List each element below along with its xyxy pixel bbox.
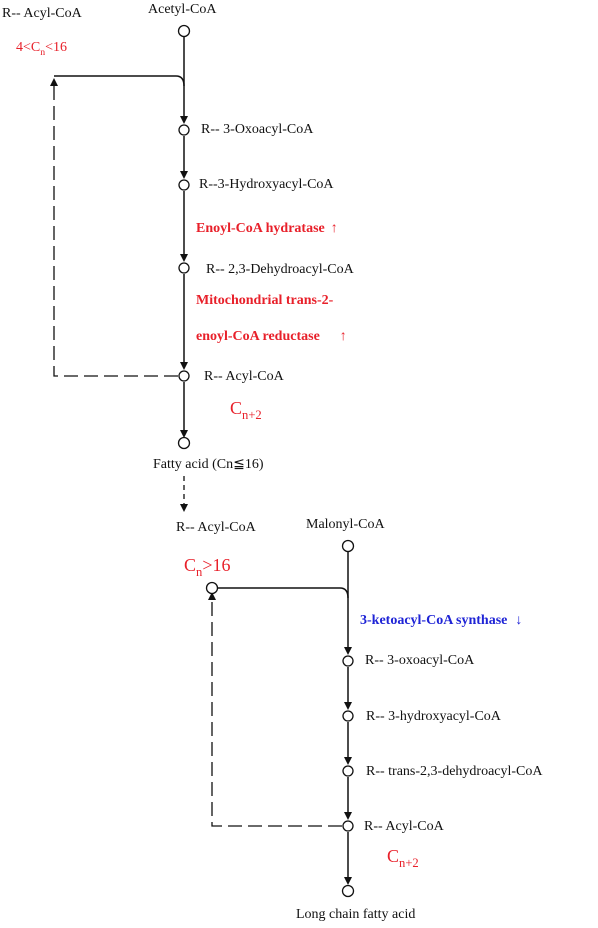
edge-acyl-loop-in (54, 75, 185, 87)
condition-mid: Cn>16 (184, 555, 231, 579)
label-trans2: R-- trans-2,3-dehydroacyl-CoA (366, 764, 543, 779)
upper-main-axis (54, 37, 188, 438)
label-hydroxy2: R-- 3-hydroxyacyl-CoA (366, 709, 501, 724)
label-dehydro1: R-- 2,3-Dehydroacyl-CoA (206, 262, 354, 277)
nodes (177, 24, 355, 898)
node-fatty (177, 436, 191, 450)
enzyme-reductase-line2: enoyl-CoA reductase↑ (196, 329, 347, 344)
label-oxo1: R-- 3-Oxoacyl-CoA (201, 122, 314, 137)
label-long: Long chain fatty acid (296, 907, 416, 922)
label-cn2-lower: Cn+2 (387, 846, 419, 870)
label-fatty: Fatty acid (Cn≦16) (153, 457, 264, 472)
up-arrow-icon: ↑ (330, 221, 338, 236)
node-oxo1 (178, 124, 190, 136)
label-acyl-mid: R-- Acyl-CoA (176, 520, 256, 535)
enzyme-reductase-line1: Mitochondrial trans-2- (196, 293, 334, 308)
down-arrow-icon: ↓ (515, 613, 523, 628)
up-arrow-icon: ↑ (339, 329, 347, 344)
enzyme-hydratase: Enoyl-CoA hydratase↑ (196, 221, 338, 236)
node-long (341, 884, 355, 898)
label-hydroxy1: R--3-Hydroxyacyl-CoA (199, 177, 334, 192)
node-dehydro1 (178, 262, 190, 274)
node-acyl1 (178, 370, 190, 382)
label-acyl-top: R-- Acyl-CoA (2, 6, 82, 21)
node-oxo2 (342, 655, 354, 667)
edge-upper-recycle (50, 78, 178, 377)
node-acyl-mid (205, 581, 219, 595)
node-acyl2 (342, 820, 354, 832)
label-malonyl: Malonyl-CoA (306, 517, 385, 532)
condition-top: 4<Cn<16 (16, 40, 68, 58)
label-oxo2: R-- 3-oxoacyl-CoA (365, 653, 475, 668)
label-cn2-upper: Cn+2 (230, 398, 262, 422)
node-hydroxy1 (178, 179, 190, 191)
edge-acyl2-loop-in (218, 587, 349, 599)
edge-lower-recycle (208, 592, 342, 827)
node-malonyl (341, 539, 355, 553)
enzyme-synthase: 3-ketoacyl-CoA synthase↓ (360, 613, 523, 628)
label-acetyl: Acetyl-CoA (148, 2, 217, 17)
node-hydroxy2 (342, 710, 354, 722)
label-acyl1: R-- Acyl-CoA (204, 369, 284, 384)
node-acetyl (177, 24, 191, 38)
node-trans2 (342, 765, 354, 777)
label-acyl2: R-- Acyl-CoA (364, 819, 444, 834)
lower-main-axis (218, 552, 352, 885)
